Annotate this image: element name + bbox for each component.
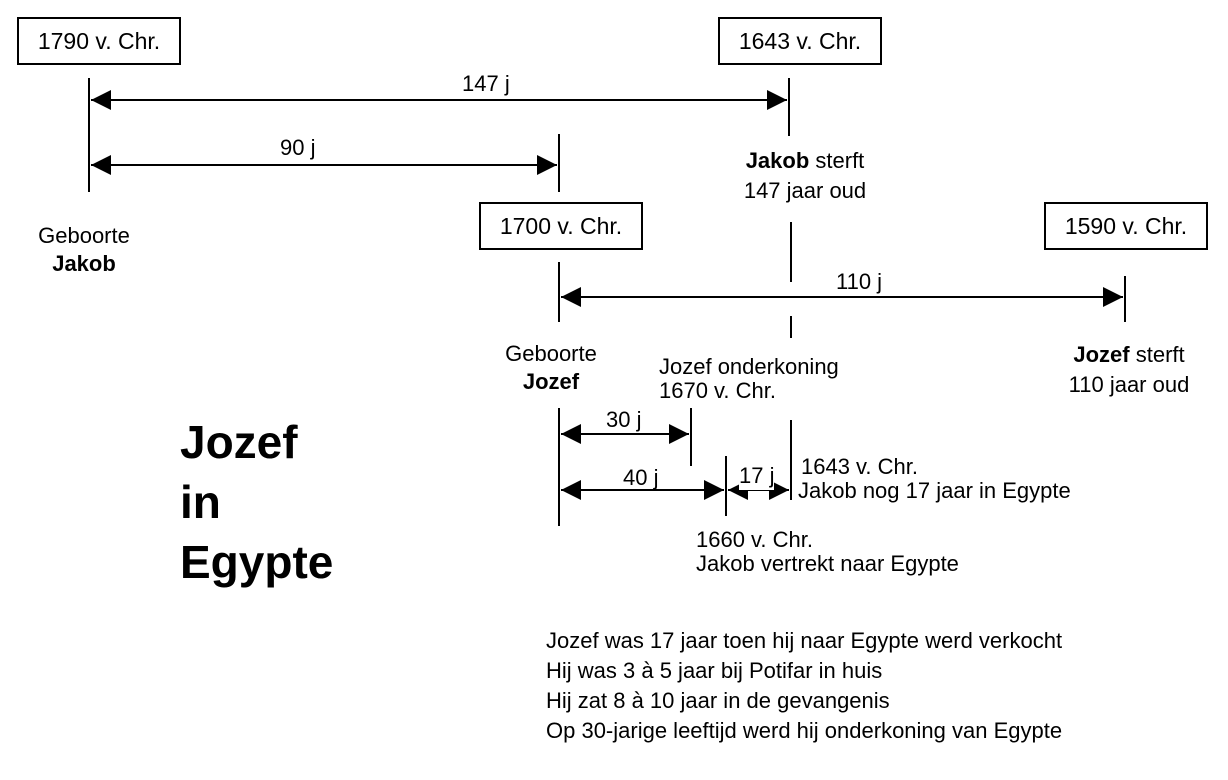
- event-jozef-death: Jozef sterft 110 jaar oud: [1052, 340, 1206, 400]
- note-item: Hij zat 8 à 10 jaar in de gevangenis: [546, 688, 890, 713]
- note-item: Jozef was 17 jaar toen hij naar Egypte w…: [546, 628, 1063, 653]
- event-jakob-arrival: 1660 v. Chr. Jakob vertrekt naar Egypte: [696, 528, 959, 576]
- event-jakob-birth-line1: Geboorte: [38, 223, 130, 248]
- note-item: Op 30-jarige leeftijd werd hij onderkoni…: [546, 718, 1063, 743]
- span-label-30: 30 j: [606, 407, 642, 432]
- event-jakob-death-name: Jakob: [745, 148, 810, 173]
- date-jozef-death: 1590 v. Chr.: [1064, 212, 1188, 239]
- title-line-3: Egypte: [180, 536, 334, 588]
- event-jozef-death-name: Jozef: [1073, 342, 1130, 367]
- event-jakob-birth: Geboorte Jakob: [24, 222, 144, 278]
- event-jozef-birth-line1: Geboorte: [505, 341, 597, 366]
- event-jakob-arrival-line2: Jakob vertrekt naar Egypte: [696, 551, 959, 576]
- event-viceroy-line2: 1670 v. Chr.: [659, 378, 776, 403]
- event-jakob-death-age: 147 jaar oud: [743, 178, 867, 203]
- event-jakob-death-verb: sterft: [809, 148, 865, 173]
- event-jakob-death: Jakob sterft 147 jaar oud: [720, 146, 890, 206]
- event-jozef-birth: Geboorte Jozef: [491, 340, 611, 396]
- date-jozef-birth: 1700 v. Chr.: [499, 212, 623, 239]
- event-jozef-birth-line2: Jozef: [522, 369, 580, 394]
- date-box-jakob-birth: 1790 v. Chr.: [17, 17, 181, 65]
- event-jakob-birth-line2: Jakob: [52, 251, 116, 276]
- title-line-2: in: [180, 476, 221, 528]
- event-viceroy: Jozef onderkoning 1670 v. Chr.: [659, 355, 839, 403]
- span-label-90: 90 j: [280, 135, 316, 160]
- diagram-title: Jozef in Egypte: [180, 412, 333, 592]
- event-jakob-egypt-line1: 1643 v. Chr.: [801, 454, 918, 479]
- span-label-147: 147 j: [462, 71, 510, 96]
- span-label-17: 17 j: [739, 462, 775, 490]
- date-box-jozef-birth: 1700 v. Chr.: [479, 202, 643, 250]
- date-jakob-birth: 1790 v. Chr.: [37, 27, 161, 54]
- event-jakob-egypt: 1643 v. Chr. Jakob nog 17 jaar in Egypte: [798, 455, 1071, 503]
- event-viceroy-line1: Jozef onderkoning: [659, 354, 839, 379]
- date-box-jozef-death: 1590 v. Chr.: [1044, 202, 1208, 250]
- note-item: Hij was 3 à 5 jaar bij Potifar in huis: [546, 658, 883, 683]
- event-jakob-egypt-line2: Jakob nog 17 jaar in Egypte: [798, 478, 1071, 503]
- title-line-1: Jozef: [180, 416, 298, 468]
- date-box-jakob-death: 1643 v. Chr.: [718, 17, 882, 65]
- event-jozef-death-verb: sterft: [1129, 342, 1185, 367]
- span-label-110: 110 j: [836, 269, 883, 294]
- notes-list: Jozef was 17 jaar toen hij naar Egypte w…: [546, 626, 1062, 746]
- event-jozef-death-age: 110 jaar oud: [1068, 372, 1190, 397]
- span-label-40: 40 j: [623, 465, 659, 490]
- date-jakob-death: 1643 v. Chr.: [738, 27, 862, 54]
- event-jakob-arrival-line1: 1660 v. Chr.: [696, 527, 813, 552]
